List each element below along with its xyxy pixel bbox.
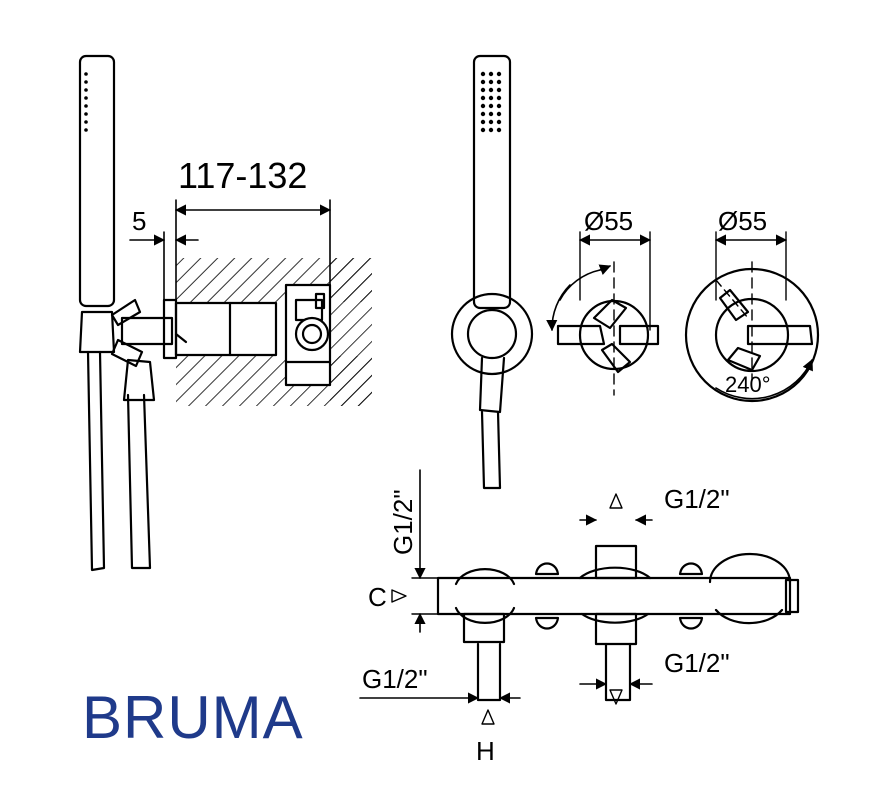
- rotation-label: 240°: [725, 372, 771, 397]
- hose: [126, 393, 152, 570]
- depth-range-label: 117-132: [178, 155, 307, 196]
- flow-arrow-up-top: [609, 493, 623, 509]
- thread-bottom-right-label: G1/2": [664, 648, 730, 678]
- flow-arrow-hot: [481, 709, 495, 725]
- flow-arrow-cold: [391, 589, 407, 603]
- diameter-right-label: Ø55: [718, 206, 767, 236]
- thread-top-right-label: G1/2": [664, 484, 730, 514]
- flow-arrow-down-bottom: [609, 689, 623, 705]
- hand-shower-side: [78, 54, 116, 572]
- handle-front-right: [684, 261, 820, 403]
- offset-label: 5: [132, 206, 146, 236]
- mixer-box: [284, 283, 332, 387]
- brand-logo: BRUMA: [82, 684, 304, 751]
- cold-label: C: [368, 582, 387, 612]
- wall-hatch: [176, 258, 372, 406]
- front-view-shower: [450, 54, 534, 490]
- body-bottom-view: [436, 544, 800, 702]
- thread-top-left-label: G1/2": [388, 489, 418, 555]
- wall-flange: [162, 298, 178, 360]
- side-view: [78, 54, 372, 572]
- handle-front-left: [546, 261, 660, 396]
- valve-body: [174, 301, 278, 357]
- thread-bottom-left-label: G1/2": [362, 664, 428, 694]
- diameter-left-label: Ø55: [584, 206, 633, 236]
- lever-side: [110, 298, 174, 402]
- hot-label: H: [476, 736, 495, 766]
